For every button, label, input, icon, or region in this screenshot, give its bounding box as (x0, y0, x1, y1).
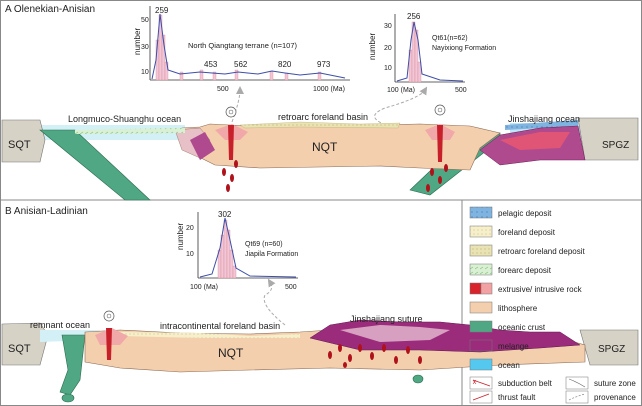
label-remnant-ocean: remnant ocean (30, 320, 90, 330)
hist3-caption: Jiapila Formation (245, 251, 298, 258)
histogram-north-qiangtang: number 50 30 10 500 1000 (Ma) 259 453 56… (133, 6, 350, 93)
hist3-ytick: 20 (186, 225, 194, 232)
label-retroarc-basin: retroarc foreland basin (278, 112, 368, 122)
hist2-peak: 256 (407, 12, 421, 21)
histogram-qt61: number 30 20 10 100 (Ma) 500 256 Qt61(n=… (368, 12, 496, 94)
panel-b-title: B Anisian-Ladinian (5, 206, 88, 217)
legend-label: ocean (498, 361, 520, 370)
cross-section-b: SQT NQT SPGZ (1, 310, 639, 403)
panel-a-title: A Olenekian-Anisian (5, 4, 95, 15)
hist2-xtick: 100 (Ma) (387, 87, 415, 94)
histogram-qt69: number 20 10 100 (Ma) 500 302 Qt69 (n=60… (176, 210, 298, 291)
provenance-arrow (231, 86, 244, 123)
hist2-xtick: 500 (455, 87, 467, 94)
legend-label: extrusive/ intrusive rock (498, 285, 583, 294)
legend-label: lithosphere (498, 304, 538, 313)
legend-label: retroarc foreland deposit (498, 247, 585, 256)
hist2-ytick: 20 (384, 45, 392, 52)
label-jinshajiang-suture: Jinshajiang suture (350, 314, 423, 324)
hist1-ylabel: number (133, 28, 142, 55)
hist2-caption: Nayixiong Formation (432, 45, 496, 52)
provenance-arrow (374, 86, 428, 129)
oceanic-slab-left (39, 129, 151, 201)
hist2-ytick: 10 (384, 65, 392, 72)
label-spgz-a: SPGZ (602, 140, 629, 151)
hist3-xtick: 500 (285, 284, 297, 291)
hist1-ytick: 10 (141, 69, 149, 76)
label-longmuco-ocean: Longmuco-Shuanghu ocean (68, 114, 181, 124)
label-nqt-a: NQT (312, 140, 338, 154)
label-sqt-a: SQT (8, 139, 31, 151)
hist1-peak: 453 (204, 60, 218, 69)
legend-label: oceanic crust (498, 323, 546, 332)
legend-suture: suture zone (594, 379, 636, 388)
label-sqt-b: SQT (8, 343, 31, 355)
hist1-caption: North Qiangtang terrane (n=107) (188, 41, 298, 50)
legend-thrust: thrust fault (498, 393, 536, 402)
hist1-peak: 973 (317, 60, 331, 69)
sqt-block (1, 119, 46, 163)
hist1-peak: 820 (278, 60, 292, 69)
hist3-peak: 302 (218, 210, 232, 219)
legend-provenance: provenance (594, 393, 636, 402)
hist2-ylabel: number (368, 33, 377, 60)
hist2-ytick: 30 (384, 23, 392, 30)
legend-label: forearc deposit (498, 266, 552, 275)
provenance-arrow (263, 278, 286, 326)
hist3-ylabel: number (176, 223, 185, 250)
hist1-peak: 259 (155, 6, 169, 15)
hist1-ytick: 30 (141, 44, 149, 51)
cross-section-a: SQT NQT SPGZ (1, 104, 639, 201)
hist3-xtick: 100 (Ma) (190, 284, 218, 291)
legend: pelagic deposit foreland deposit retroar… (469, 206, 636, 404)
label-foreland-basin: intracontinental foreland basin (160, 321, 280, 331)
label-jinshajiang-ocean: Jinshajiang ocean (508, 114, 580, 124)
legend-label: pelagic deposit (498, 209, 552, 218)
spgz-block (577, 117, 639, 161)
hist1-xtick: 500 (217, 86, 229, 93)
hist1-xtick: 1000 (Ma) (313, 86, 345, 93)
legend-subduction: subduction belt (498, 379, 553, 388)
hist2-caption: Qt61(n=62) (432, 35, 468, 42)
label-nqt-b: NQT (218, 346, 244, 360)
legend-label: melange (498, 342, 529, 351)
legend-label: foreland deposit (498, 228, 556, 237)
hist1-peak: 562 (234, 60, 248, 69)
hist1-ytick: 50 (141, 17, 149, 24)
hist3-ytick: 10 (186, 251, 194, 258)
label-spgz-b: SPGZ (598, 344, 625, 355)
hist3-caption: Qt69 (n=60) (245, 241, 283, 248)
